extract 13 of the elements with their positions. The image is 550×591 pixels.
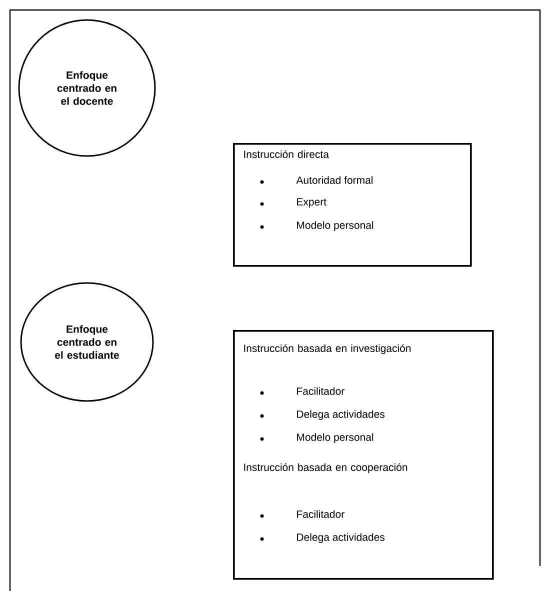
list-item: Modelo personal (297, 433, 374, 443)
text-box (233, 330, 494, 580)
heading: Instrucción basada en cooperación (244, 463, 408, 474)
list-item: Modelo personal (297, 221, 374, 231)
heading: Instrucción directa (244, 150, 329, 158)
text-box (233, 143, 472, 267)
heading: Instrucción basada en investigación (244, 344, 411, 354)
list-item: Autoridad formal (296, 176, 373, 184)
list-item: Delega actividades (297, 410, 384, 420)
list-item: Expert (297, 198, 326, 208)
list-item: Delega actividades (297, 533, 384, 543)
list-item: Facilitador (297, 510, 344, 518)
list-item: Facilitador (297, 387, 344, 395)
